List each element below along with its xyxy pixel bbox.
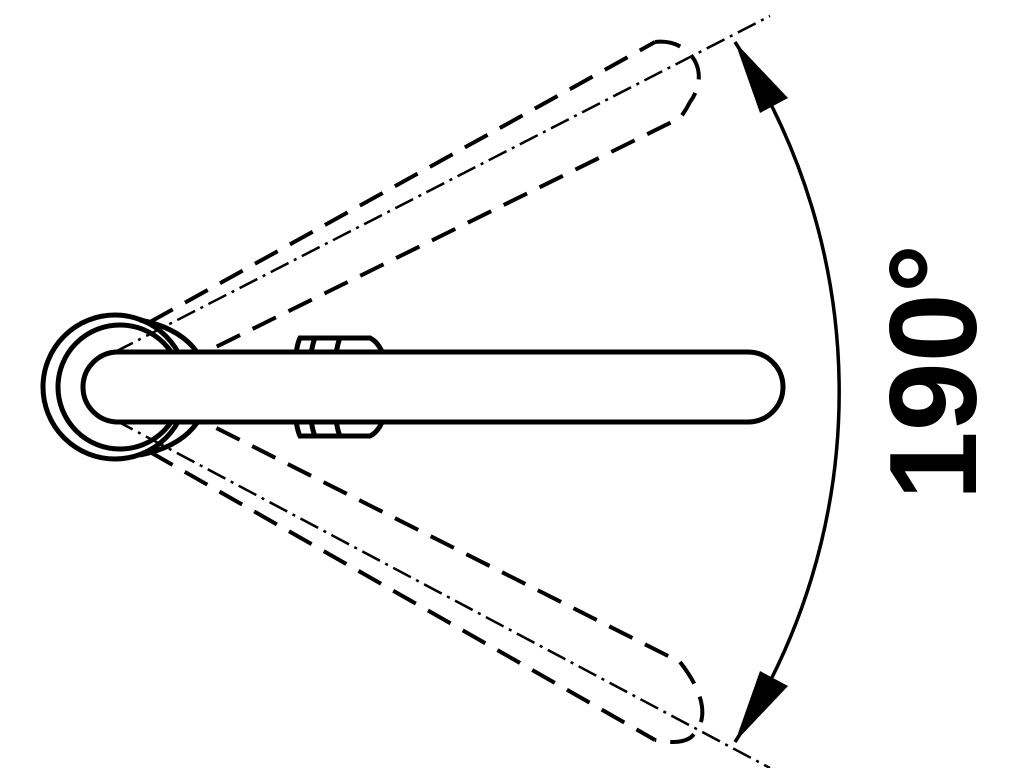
rotation-arc xyxy=(733,41,841,743)
upper-swivel-position-outline xyxy=(144,39,701,384)
spout-center-position xyxy=(80,349,786,425)
arrow-up-icon xyxy=(735,42,788,113)
arrow-down-icon xyxy=(735,671,788,742)
lower-swivel-position-outline xyxy=(144,390,705,744)
lower-swivel-centerline xyxy=(114,418,771,768)
upper-swivel-centerline xyxy=(114,14,771,354)
rotation-angle-label: 190° xyxy=(865,244,1003,500)
